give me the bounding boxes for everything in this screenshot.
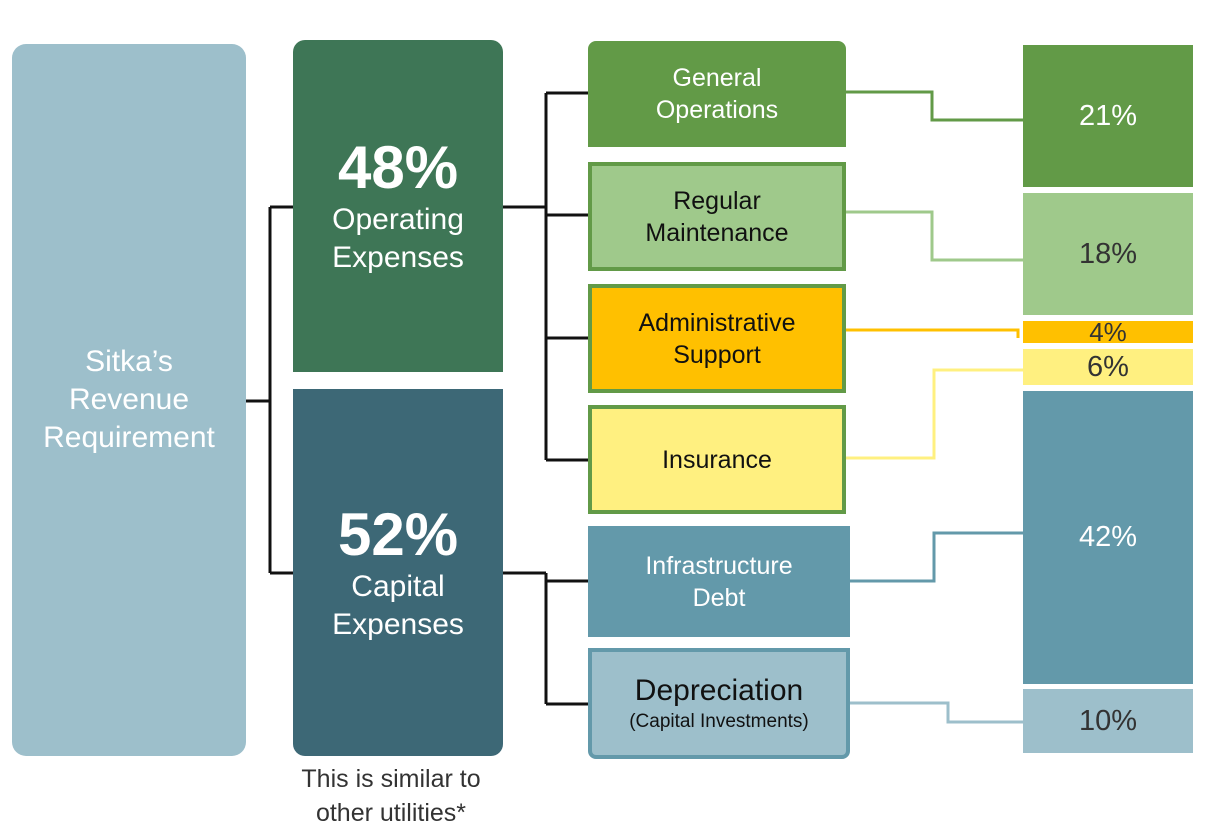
- link-regular-maintenance: [846, 210, 1023, 262]
- link-general-operations: [846, 90, 1023, 122]
- category-regular-maintenance: Regular Maintenance: [588, 162, 846, 271]
- category-depreciation: Depreciation (Capital Investments): [588, 648, 850, 759]
- category-label-line: Regular: [673, 186, 761, 215]
- share-infrastructure-debt: 42%: [1023, 391, 1193, 684]
- capital-bracket: [503, 571, 588, 706]
- category-label-line: Debt: [692, 583, 746, 612]
- category-general-operations: General Operations: [588, 41, 846, 147]
- operating-percent: 48%: [337, 134, 459, 201]
- category-infrastructure-debt: Infrastructure Debt: [588, 526, 850, 637]
- depreciation-subtitle: (Capital Investments): [629, 710, 809, 732]
- depreciation-title: Depreciation: [634, 673, 804, 707]
- capital-label-line: Capital: [351, 569, 445, 603]
- link-infrastructure-debt: [849, 531, 1023, 583]
- footnote: This is similar to other utilities*: [270, 762, 512, 830]
- category-label-line: Insurance: [662, 445, 772, 474]
- share-regular-maintenance: 18%: [1023, 193, 1193, 315]
- operating-label-line: Expenses: [332, 241, 464, 274]
- capital-label-line: Expenses: [332, 607, 464, 641]
- category-label-line: Infrastructure: [645, 551, 793, 580]
- footnote-line: This is similar to: [301, 765, 481, 793]
- share-administrative-support: 4%: [1023, 317, 1193, 347]
- operating-expenses-box: 48% Operating Expenses: [293, 40, 503, 372]
- revenue-requirement-box: Sitka’s Revenue Requirement: [12, 44, 246, 756]
- footnote-line: other utilities*: [315, 799, 467, 827]
- category-insurance: Insurance: [588, 405, 846, 514]
- operating-label-line: Operating: [332, 203, 464, 236]
- category-label-line: General: [672, 64, 762, 92]
- share-insurance: 6%: [1023, 349, 1193, 385]
- category-label-line: Support: [673, 340, 761, 369]
- root-line: Sitka’s: [85, 345, 173, 378]
- root-line: Revenue: [68, 383, 190, 416]
- root-to-groups-bracket: [246, 205, 293, 575]
- category-label-line: Administrative: [638, 308, 796, 337]
- share-depreciation: 10%: [1023, 689, 1193, 753]
- link-depreciation: [849, 701, 1023, 724]
- category-label-line: Maintenance: [645, 218, 789, 247]
- root-line: Requirement: [43, 421, 215, 454]
- capital-expenses-box: 52% Capital Expenses: [293, 389, 503, 756]
- link-insurance: [846, 368, 1023, 460]
- category-label-line: Operations: [655, 96, 779, 124]
- category-administrative-support: Administrative Support: [588, 284, 846, 393]
- operating-bracket: [503, 91, 588, 462]
- capital-percent: 52%: [337, 500, 459, 568]
- link-administrative-support: [846, 328, 1020, 338]
- operating-label: Operating Expenses: [332, 201, 464, 277]
- share-general-operations: 21%: [1023, 45, 1193, 187]
- capital-label: Capital Expenses: [332, 568, 464, 644]
